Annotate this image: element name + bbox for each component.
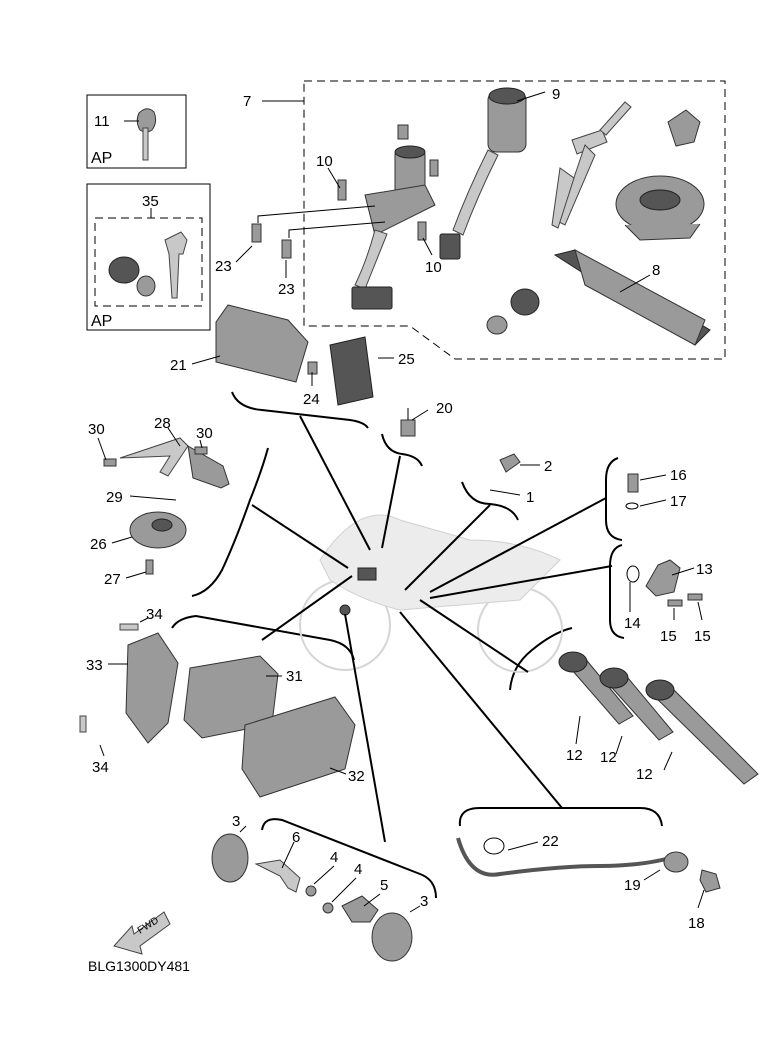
- label-13: 13: [696, 561, 713, 578]
- label-9: 9: [552, 86, 560, 103]
- label-30b: 30: [196, 425, 213, 442]
- keys[interactable]: [551, 101, 632, 229]
- label-28: 28: [154, 415, 171, 432]
- lock-set-dashed-group: [94, 217, 203, 307]
- label-16: 16: [670, 467, 687, 484]
- lock-set-part-35[interactable]: [108, 231, 188, 299]
- ap-label-1: AP: [91, 150, 112, 167]
- clamp-part-22[interactable]: [483, 837, 505, 855]
- label-1: 1: [526, 489, 534, 506]
- location-leaders: [251, 415, 613, 843]
- ap-label-2: AP: [91, 313, 112, 330]
- label-14: 14: [624, 615, 641, 632]
- seat-lock[interactable]: [667, 109, 701, 147]
- fuel-cap[interactable]: [615, 175, 705, 241]
- label-10a: 10: [316, 153, 333, 170]
- sensor-part-2[interactable]: [499, 453, 521, 473]
- label-26: 26: [90, 536, 107, 553]
- forward-direction-arrow: FWD: [113, 911, 171, 955]
- label-10b: 10: [425, 259, 442, 276]
- label-22: 22: [542, 833, 559, 850]
- screw-part-23[interactable]: [251, 223, 292, 259]
- bracket-part-28[interactable]: [119, 437, 230, 489]
- label-30a: 30: [88, 421, 105, 438]
- label-20: 20: [436, 400, 453, 417]
- horn-part-26[interactable]: [129, 511, 187, 549]
- label-5: 5: [380, 877, 388, 894]
- cover-part-8[interactable]: [553, 248, 711, 346]
- label-29: 29: [106, 489, 123, 506]
- label-21: 21: [170, 357, 187, 374]
- label-3b: 3: [420, 893, 428, 910]
- main-switch[interactable]: [351, 145, 436, 310]
- label-27: 27: [104, 571, 121, 588]
- bracket-part-21[interactable]: [215, 304, 309, 383]
- label-12b: 12: [600, 749, 617, 766]
- sensor-part-13[interactable]: [645, 559, 681, 597]
- label-11: 11: [94, 113, 110, 130]
- ecu-part-32[interactable]: [241, 696, 356, 798]
- bolt-part-30[interactable]: [103, 446, 208, 467]
- ap-box-lock-set-frame: [86, 183, 211, 331]
- label-3a: 3: [232, 813, 240, 830]
- label-6: 6: [292, 829, 300, 846]
- sensor-part-20[interactable]: [400, 408, 416, 437]
- label-24: 24: [303, 391, 320, 408]
- lock-cylinders[interactable]: [486, 288, 540, 335]
- washer-part-17[interactable]: [625, 502, 639, 510]
- screw-part-10[interactable]: [337, 124, 439, 241]
- label-25: 25: [398, 351, 415, 368]
- reflector-part-3[interactable]: [211, 833, 413, 962]
- oring-part-14[interactable]: [626, 565, 640, 583]
- sensor-part-19[interactable]: [663, 851, 689, 873]
- label-33: 33: [86, 657, 103, 674]
- nut-part-4[interactable]: [305, 885, 334, 914]
- ignition-coil-part-12[interactable]: [558, 651, 759, 785]
- label-15a: 15: [660, 628, 677, 645]
- label-35: 35: [142, 193, 159, 210]
- label-17: 17: [670, 493, 687, 510]
- ap-box-key: 11 AP: [86, 94, 187, 169]
- drawing-code: BLG1300DY481: [88, 958, 190, 974]
- label-34a: 34: [146, 606, 163, 623]
- lock-set-group-7: 7 9 10 10: [243, 80, 726, 360]
- label-15b: 15: [694, 628, 711, 645]
- label-4b: 4: [354, 861, 362, 878]
- bolt-part-34[interactable]: [79, 623, 139, 733]
- label-34b: 34: [92, 759, 109, 776]
- bolt-part-15[interactable]: [667, 593, 703, 607]
- harness[interactable]: [456, 837, 671, 877]
- sensor-part-18[interactable]: [699, 869, 721, 893]
- ecu-location-marker: [357, 567, 377, 581]
- label-8: 8: [652, 262, 660, 279]
- label-18: 18: [688, 915, 705, 932]
- bracket-part-6[interactable]: [254, 859, 301, 893]
- label-12a: 12: [566, 747, 583, 764]
- label-2: 2: [544, 458, 552, 475]
- sensor-part-16[interactable]: [627, 473, 639, 493]
- fwd-arrow-icon: [113, 911, 171, 955]
- ap-box-key-frame: [86, 94, 187, 169]
- label-32: 32: [348, 768, 365, 785]
- label-19: 19: [624, 877, 641, 894]
- plate-part-33[interactable]: [125, 632, 179, 744]
- label-4a: 4: [330, 849, 338, 866]
- label-7: 7: [243, 93, 251, 110]
- label-12c: 12: [636, 766, 653, 783]
- ap-box-lock-set: 35 AP: [86, 183, 211, 331]
- lock-cylinder-part-9[interactable]: [439, 87, 527, 260]
- reflector-location-marker: [339, 604, 351, 616]
- bolt-part-27[interactable]: [145, 559, 154, 575]
- label-31: 31: [286, 668, 303, 685]
- label-23a: 23: [215, 258, 232, 275]
- cover-part-25[interactable]: [329, 336, 374, 406]
- label-23b: 23: [278, 281, 295, 298]
- key-part-11[interactable]: [136, 108, 157, 161]
